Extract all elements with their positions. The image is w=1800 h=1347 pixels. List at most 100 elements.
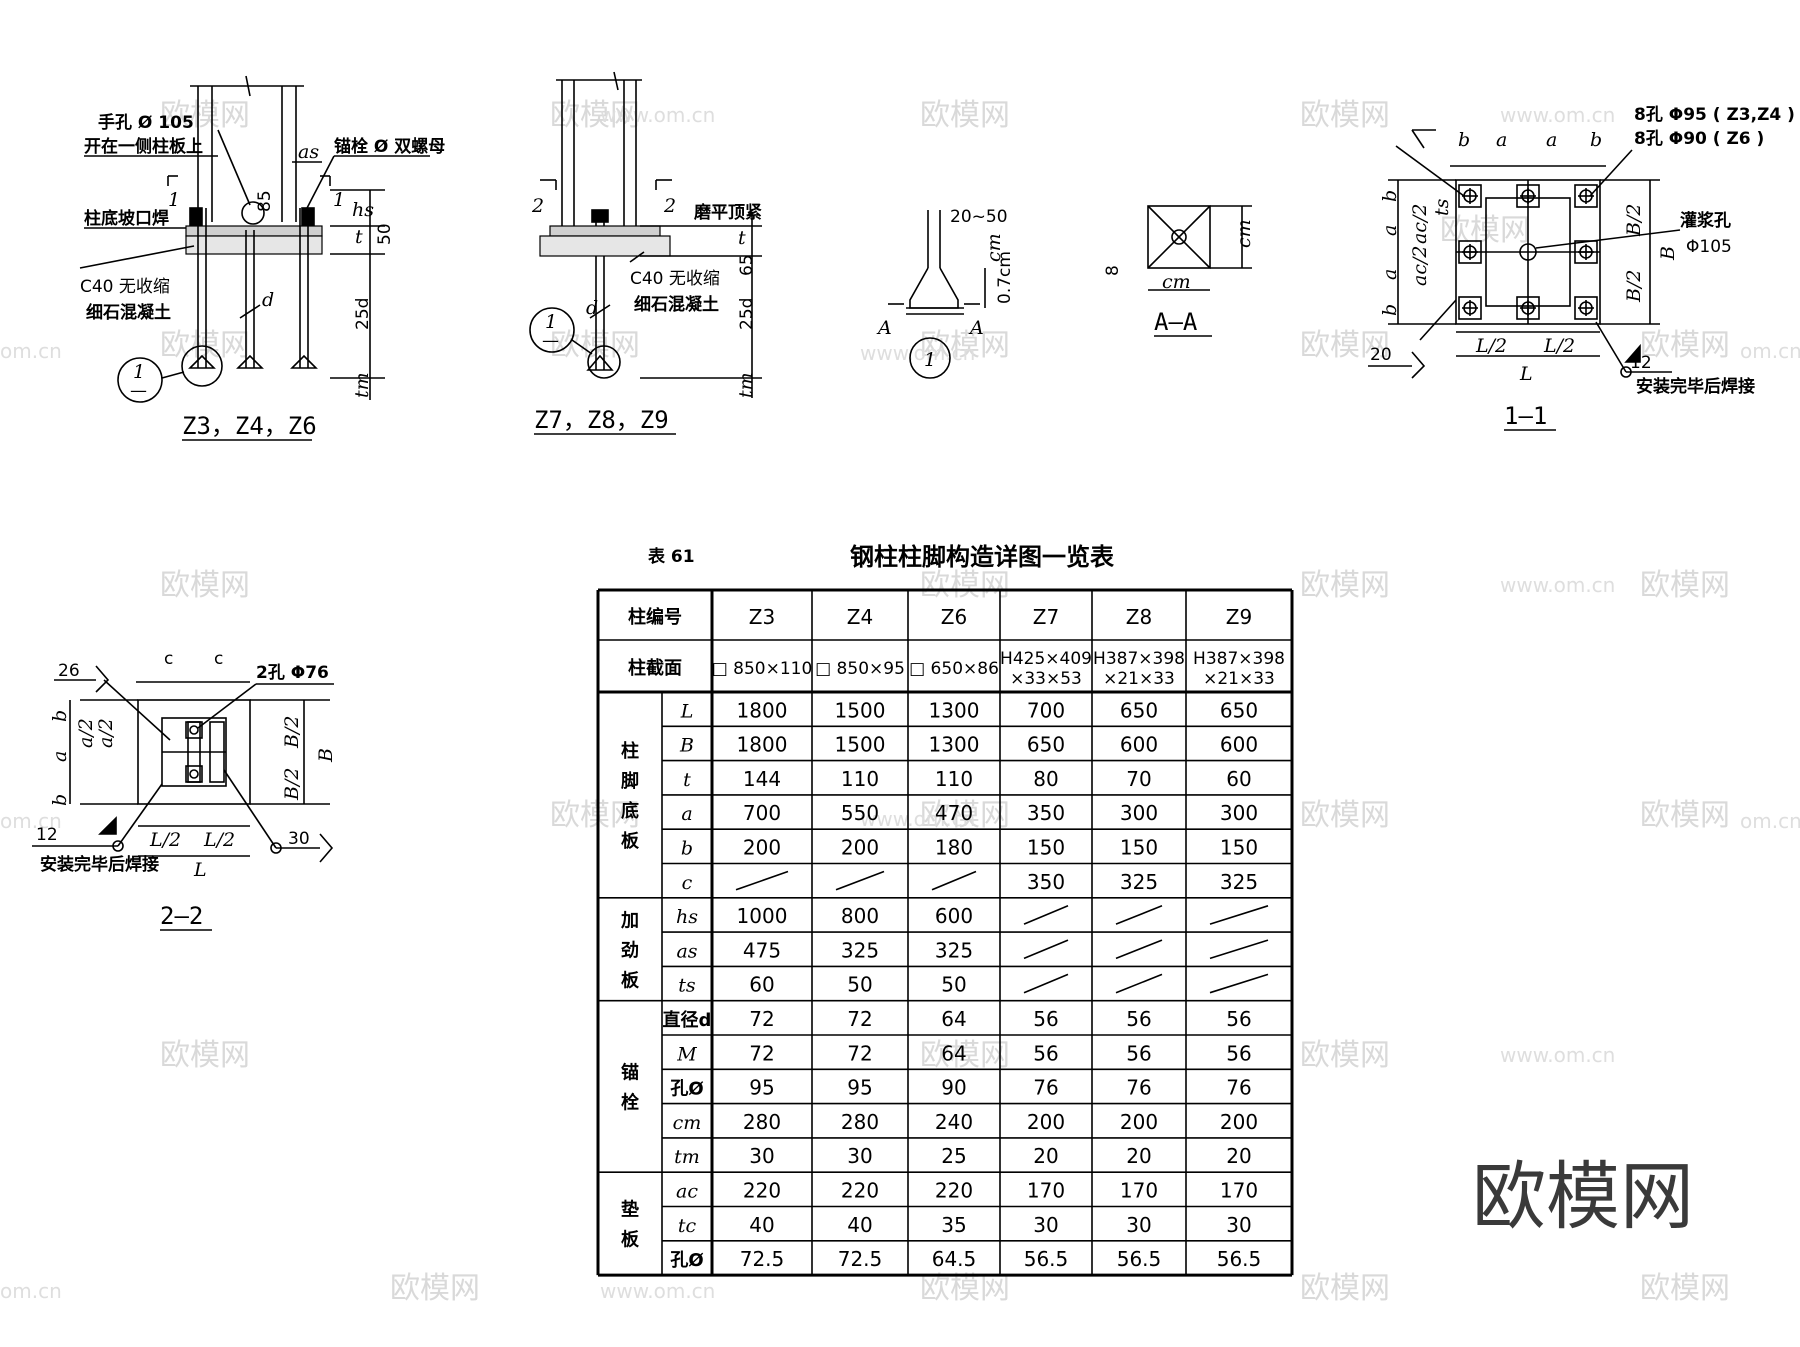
z3-sym-t: t xyxy=(355,226,363,248)
table-cell: 150 xyxy=(1220,836,1258,860)
table-row-symbol: 孔Ø xyxy=(670,1079,703,1100)
watermark-url-short: om.cn xyxy=(1740,809,1800,833)
table-cell: 50 xyxy=(847,973,872,997)
table-cell: 150 xyxy=(1027,836,1065,860)
table-cell: 76 xyxy=(1126,1076,1151,1100)
table-number: 表 61 xyxy=(648,546,695,567)
table-empty-slash xyxy=(1115,905,1163,925)
sectionaa-dim-8: 8 xyxy=(1103,265,1123,276)
table-cell: 72.5 xyxy=(838,1247,883,1271)
table-group-label: 脚 xyxy=(621,771,639,792)
table-cell: 240 xyxy=(935,1110,973,1134)
s11-sym-b-left: b xyxy=(1458,129,1470,151)
table-row-symbol: L xyxy=(680,700,694,722)
s11-sym-L2-right: L/2 xyxy=(1543,335,1575,357)
table-cell: 95 xyxy=(749,1076,774,1100)
z3-detail-ref: 1 xyxy=(133,361,145,383)
table-empty-slash xyxy=(735,870,789,891)
watermark-url: www.om.cn xyxy=(600,1279,715,1303)
watermark-text: 欧模网 xyxy=(920,568,1010,603)
table-cell: 1500 xyxy=(835,733,886,757)
s22-sym-a: a xyxy=(49,751,71,762)
table-cell: 800 xyxy=(841,904,879,928)
table-cell: 170 xyxy=(1027,1179,1065,1203)
table-cell: 170 xyxy=(1120,1179,1158,1203)
z3-cut-left: 1 xyxy=(168,189,180,211)
s11-sym-b-top: b xyxy=(1379,190,1401,202)
table-empty-slash xyxy=(1023,973,1069,994)
z3-sym-d: d xyxy=(262,289,274,311)
table-row-symbol: hs xyxy=(676,906,698,928)
table-section-cell: H387×398 xyxy=(1093,649,1185,669)
s11-sym-B2-top: B/2 xyxy=(1623,204,1645,237)
table-header-label: 柱编号 xyxy=(628,606,682,628)
watermark-text: 欧模网 xyxy=(1300,1271,1390,1306)
table-cell: 280 xyxy=(743,1110,781,1134)
z3-anchor-bolt-label: 锚栓 Ø 双螺母 xyxy=(334,136,445,157)
watermark-text: 欧模网 xyxy=(1300,798,1390,833)
table-cell: 200 xyxy=(1120,1110,1158,1134)
table-empty-slash xyxy=(1023,905,1069,925)
table-cell: 60 xyxy=(749,973,774,997)
z3-sym-tm: tm xyxy=(351,372,373,398)
table-row-symbol: c xyxy=(682,872,693,894)
table-section-cell: H425×409 xyxy=(1000,649,1092,669)
table-cell: 30 xyxy=(1033,1213,1058,1237)
table-cell: 280 xyxy=(841,1110,879,1134)
table-group-label: 劲 xyxy=(621,940,639,961)
watermark-url: www.om.cn xyxy=(1500,1043,1615,1067)
watermark-text: 欧模网 xyxy=(550,328,640,363)
table-cell: 325 xyxy=(1120,870,1158,894)
watermark-text: 欧模网 xyxy=(1640,1271,1730,1306)
table-row-symbol: cm xyxy=(673,1112,702,1134)
s11-caption: 1—1 xyxy=(1504,402,1547,430)
table-cell: 72 xyxy=(847,1041,872,1065)
table-empty-slash xyxy=(1209,939,1269,960)
table-group-label: 加 xyxy=(620,910,639,931)
watermark-text: 欧模网 xyxy=(920,328,1010,363)
s22-weld-30: 30 xyxy=(288,829,310,849)
s11-holes-line2: 8孔 Φ90 ( Z6 ) xyxy=(1634,129,1764,149)
table-group-label: 垫 xyxy=(621,1199,639,1221)
table-cell: 200 xyxy=(1027,1110,1065,1134)
table-cell: 200 xyxy=(1220,1110,1258,1134)
z3-dim-85: 85 xyxy=(255,190,275,212)
s22-sym-a2-bottom: a/2 xyxy=(95,718,117,748)
table-empty-slash xyxy=(1115,939,1163,960)
detail1-label: 1 xyxy=(924,349,936,371)
watermark-text: 欧模网 xyxy=(1300,98,1390,133)
table-cell: 20 xyxy=(1126,1144,1151,1168)
table-empty-slash xyxy=(1115,973,1163,994)
watermark-text: 欧模网 xyxy=(160,568,250,603)
sectionaa-sym-cm-right: cm xyxy=(1233,219,1255,248)
table-group-label: 板 xyxy=(621,969,640,991)
table-cell: 56 xyxy=(1033,1041,1058,1065)
sectionaa-caption: A—A xyxy=(1154,308,1198,336)
table-cell: 1800 xyxy=(737,698,788,722)
table-cell: 40 xyxy=(847,1213,872,1237)
s22-weld-26: 26 xyxy=(58,661,80,681)
table-cell: 20 xyxy=(1033,1144,1058,1168)
watermark-url: www.om.cn xyxy=(1500,103,1615,127)
s11-sym-b-bottom: b xyxy=(1379,304,1401,316)
anchor-bolt-plate xyxy=(1458,296,1482,320)
table-cell: 64.5 xyxy=(932,1247,977,1271)
table-cell: 144 xyxy=(743,767,781,791)
watermark-text: 欧模网 xyxy=(390,1271,480,1306)
watermark-url-short: om.cn xyxy=(1740,339,1800,363)
z7-cut-left: 2 xyxy=(531,195,544,217)
z3-column-base-elevation: 1 1 hs t 50 25d tm as 85 手孔 Ø 105 开在一侧柱板… xyxy=(79,75,445,441)
table-empty-slash xyxy=(1209,905,1269,925)
table-cell: 70 xyxy=(1126,767,1151,791)
table-cell: 1300 xyxy=(929,733,980,757)
anchor-bolt-plate xyxy=(1574,240,1598,264)
table-row-symbol: as xyxy=(676,940,697,962)
table-cell: 35 xyxy=(941,1213,966,1237)
watermark-text: 欧模网 xyxy=(1300,568,1390,603)
s22-sym-B2-bottom: B/2 xyxy=(281,768,303,801)
watermark-text: 欧模网 xyxy=(920,1271,1010,1306)
z3-cut-right: 1 xyxy=(333,189,345,211)
s11-sym-ac2-bottom: ac/2 xyxy=(1409,246,1431,286)
z7-cut-right: 2 xyxy=(663,195,676,217)
